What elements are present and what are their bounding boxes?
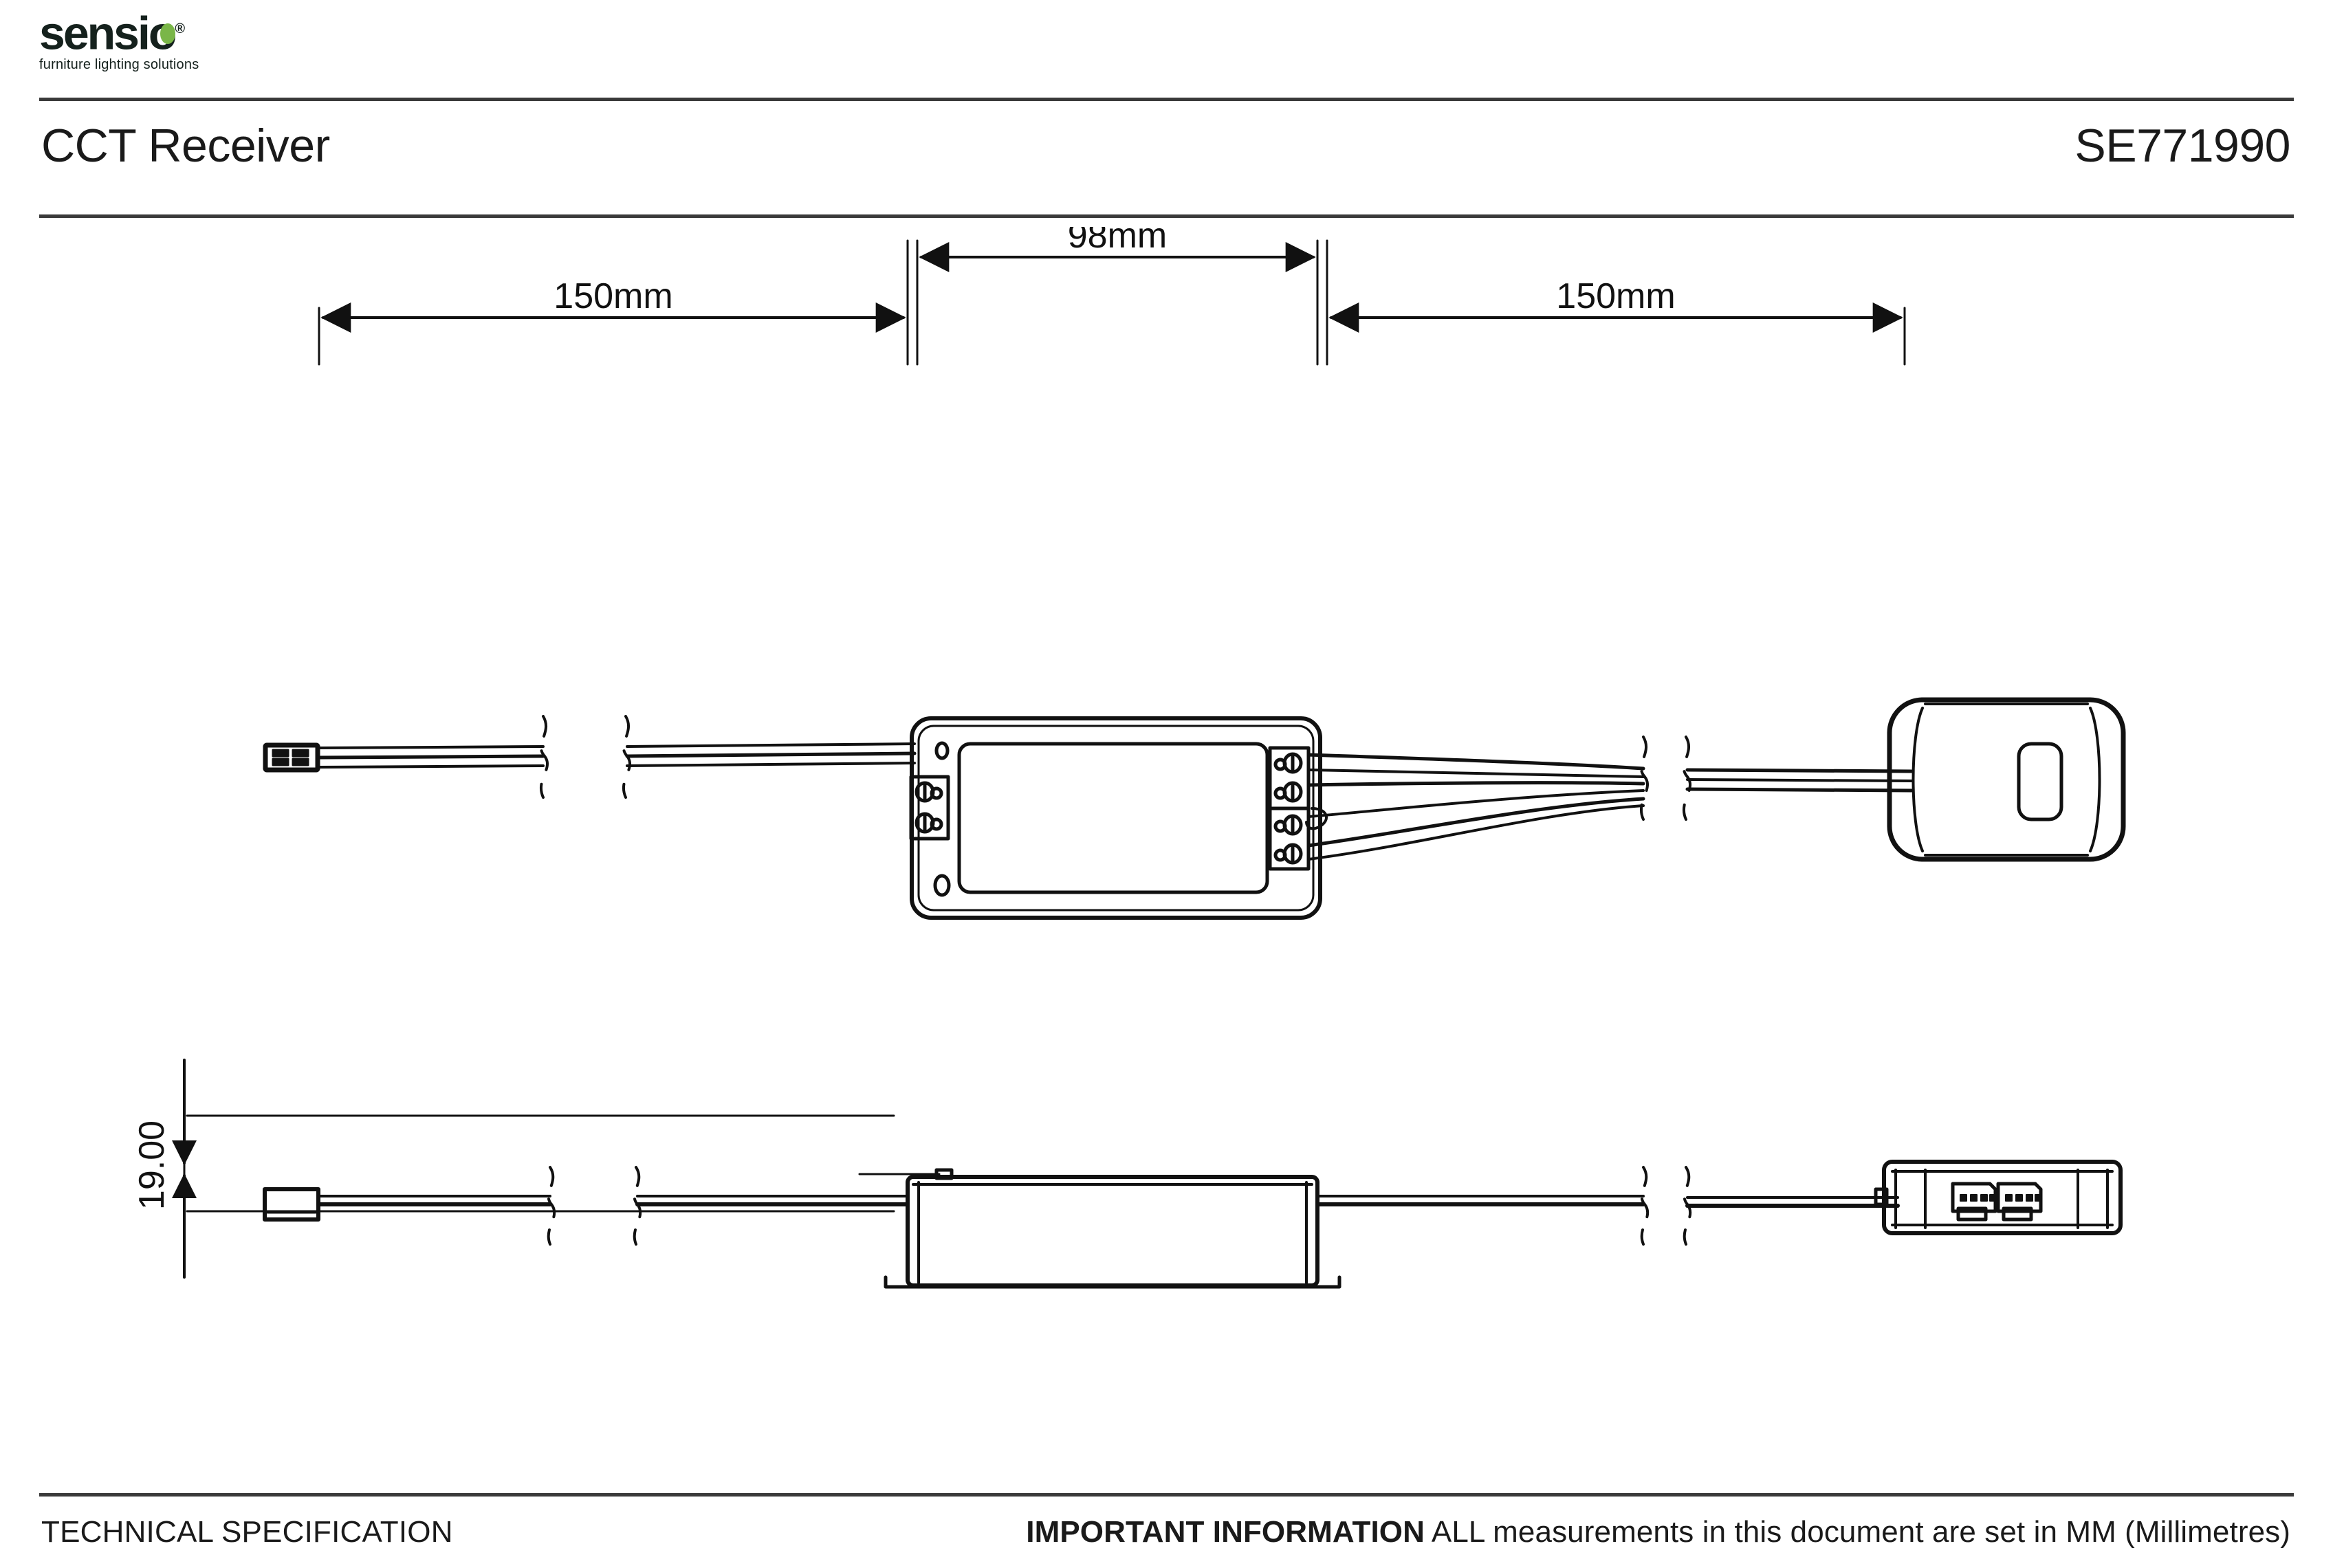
header-rule-bottom	[39, 214, 2294, 218]
dimension-lead-out-150mm	[1326, 239, 1906, 366]
dimension-label-body-length: 98mm	[1068, 227, 1167, 256]
input-connector	[263, 742, 320, 773]
footer-important-label: IMPORTANT INFORMATION	[1026, 1515, 1425, 1549]
input-connector-side-view	[263, 1187, 320, 1222]
terminal-block-left	[909, 775, 950, 841]
output-module-side-view	[1874, 1160, 2123, 1235]
footer-rule	[39, 1493, 2294, 1497]
receiver-body-side-view	[858, 1168, 1341, 1289]
input-lead-side-view	[316, 1166, 910, 1246]
dimension-label-lead-in: 150mm	[554, 276, 672, 316]
input-lead-cable	[316, 715, 917, 799]
logo-tagline: furniture lighting solutions	[39, 56, 199, 72]
terminal-block-right	[1268, 746, 1311, 871]
dimension-body-height-19	[172, 1059, 895, 1279]
technical-drawing: 150mm 98mm 150mm 19.00	[0, 227, 2333, 1485]
logo-accent-dot-icon	[160, 23, 175, 44]
output-lead-side-view	[1315, 1166, 1900, 1246]
dimension-lead-in-150mm	[318, 239, 909, 366]
dimension-body-98mm	[916, 239, 1319, 366]
output-lead-cables	[1305, 736, 1914, 861]
output-module-top-view	[1887, 697, 2126, 862]
logo-word-text: sensio	[39, 7, 177, 60]
registered-trademark-icon: ®	[175, 21, 186, 36]
dimension-label-lead-out: 150mm	[1556, 276, 1675, 316]
dimension-label-body-height: 19.00	[132, 1120, 172, 1210]
receiver-body-top-view	[910, 716, 1322, 920]
footer-important-information: IMPORTANT INFORMATION ALL measurements i…	[1026, 1517, 2290, 1547]
page-title: CCT Receiver	[41, 120, 330, 172]
brand-logo: sensio® furniture lighting solutions	[39, 7, 245, 79]
logo-wordmark: sensio®	[39, 7, 186, 57]
footer-technical-specification-label: TECHNICAL SPECIFICATION	[41, 1515, 453, 1549]
footer-important-text: ALL measurements in this document are se…	[1425, 1515, 2290, 1549]
product-part-code: SE771990	[2074, 120, 2290, 172]
header-rule-top	[39, 98, 2294, 101]
